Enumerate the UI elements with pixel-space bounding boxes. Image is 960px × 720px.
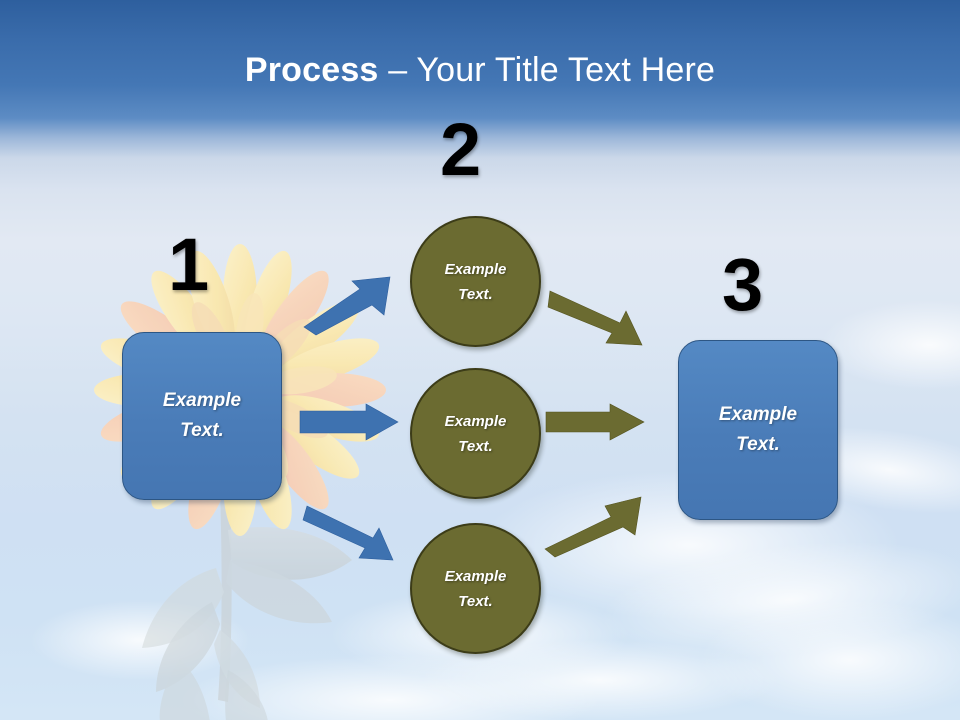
circle-2-line-1: Example xyxy=(444,412,507,430)
title-bold-part: Process xyxy=(244,51,379,89)
circle-1-line-1: Example xyxy=(444,260,507,278)
circle-1-line-2: Text. xyxy=(458,285,493,303)
slide-title: Process – Your Title Text Here xyxy=(0,48,960,92)
step-number-1: 1 xyxy=(168,223,210,306)
step-number-3: 3 xyxy=(722,243,764,326)
circle-2-line-2: Text. xyxy=(458,437,493,455)
process-start-box[interactable]: Example Text. xyxy=(122,332,282,500)
start-box-line-2: Text. xyxy=(180,420,224,441)
start-box-line-1: Example xyxy=(162,390,242,411)
process-end-box[interactable]: Example Text. xyxy=(678,340,838,520)
circle-3-line-2: Text. xyxy=(458,592,493,610)
process-circle-3[interactable]: Example Text. xyxy=(410,523,541,654)
circle-3-line-1: Example xyxy=(444,567,507,585)
step-number-2: 2 xyxy=(440,108,482,191)
process-circle-2[interactable]: Example Text. xyxy=(410,368,541,499)
end-box-line-2: Text. xyxy=(736,434,780,455)
end-box-line-1: Example xyxy=(718,404,798,425)
title-rest-part: – Your Title Text Here xyxy=(378,51,716,89)
process-circle-1[interactable]: Example Text. xyxy=(410,216,541,347)
